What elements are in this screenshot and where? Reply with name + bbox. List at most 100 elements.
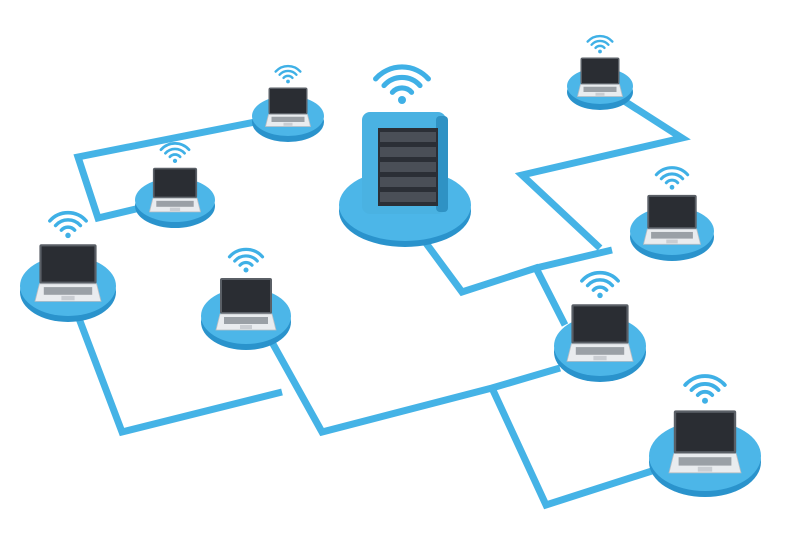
laptop-keys — [43, 287, 93, 295]
wifi-dot — [669, 184, 675, 190]
cable-line — [514, 94, 691, 251]
laptop-node-4 — [201, 247, 291, 350]
wifi-arc — [586, 34, 614, 43]
server-node — [339, 64, 471, 247]
wifi-icon — [159, 142, 191, 164]
laptop-keys — [271, 116, 305, 122]
server-drive-bay — [380, 162, 436, 172]
laptop-node-6 — [630, 166, 714, 261]
laptop-icon — [566, 304, 634, 362]
laptop-icon — [264, 87, 312, 127]
cable-line — [73, 118, 256, 223]
wifi-icon — [373, 64, 431, 104]
wifi-dot — [702, 397, 708, 404]
laptop-keys — [583, 86, 617, 92]
laptop-icon — [148, 167, 202, 213]
wifi-arc — [591, 285, 609, 292]
wifi-arc — [689, 382, 721, 392]
wifi-arc — [659, 172, 685, 181]
cable-line — [264, 333, 561, 437]
laptop-touchpad — [283, 122, 293, 126]
laptop-screen — [649, 196, 695, 228]
wifi-arc — [664, 178, 680, 185]
wifi-icon — [274, 64, 302, 84]
wifi-arc — [683, 374, 727, 387]
wifi-arc — [282, 74, 294, 80]
wifi-arc — [159, 142, 191, 152]
laptop-touchpad — [595, 92, 605, 96]
laptop-node-3 — [20, 210, 116, 322]
laptop-touchpad — [666, 239, 678, 244]
laptop-icon — [576, 57, 624, 97]
wifi-arc — [580, 270, 620, 283]
wifi-icon — [48, 210, 88, 239]
laptop-touchpad — [169, 207, 181, 212]
wifi-icon — [586, 34, 614, 54]
wifi-arc — [381, 74, 423, 89]
laptop-screen — [41, 246, 95, 282]
wifi-arc — [278, 69, 298, 76]
laptop-node-2 — [135, 142, 215, 228]
wifi-dot — [598, 49, 602, 54]
laptop-keys — [651, 231, 693, 239]
laptop-touchpad — [593, 355, 607, 361]
cable-line — [488, 386, 657, 510]
wifi-icon — [683, 374, 727, 404]
laptop-icon — [34, 244, 102, 302]
server-drive-bay — [380, 177, 436, 187]
laptop-keys — [575, 347, 625, 355]
laptop-touchpad — [240, 325, 252, 329]
network-nodes — [20, 34, 761, 497]
network-cables — [68, 94, 691, 510]
wifi-arc — [373, 64, 431, 82]
wifi-icon — [654, 166, 690, 190]
wifi-arc — [168, 153, 182, 159]
wifi-arc — [48, 210, 88, 223]
wifi-arc — [594, 44, 606, 50]
laptop-node-5 — [567, 34, 633, 110]
server-drive-bay — [380, 132, 436, 142]
laptop-node-7 — [554, 270, 646, 382]
wifi-dot — [243, 267, 249, 273]
wifi-arc — [585, 278, 615, 288]
wifi-arc — [238, 260, 254, 267]
server-drive-bay — [380, 192, 436, 202]
cable-line — [417, 232, 569, 327]
wifi-arc — [590, 39, 610, 46]
wifi-dot — [172, 158, 178, 164]
wifi-dot — [597, 292, 603, 299]
wifi-arc — [227, 247, 265, 259]
laptop-keys — [224, 317, 268, 324]
laptop-keys — [678, 457, 732, 466]
laptop-screen — [154, 169, 196, 197]
wifi-dot — [65, 232, 71, 239]
wifi-arc — [59, 225, 77, 232]
laptop-icon — [642, 194, 702, 245]
wifi-arc — [274, 64, 302, 73]
server-drive-bay — [380, 147, 436, 157]
wifi-arc — [654, 166, 690, 177]
wifi-arc — [389, 85, 415, 95]
laptop-node-8 — [649, 374, 761, 497]
wifi-icon — [580, 270, 620, 299]
wifi-icon — [227, 247, 265, 273]
laptop-keys — [156, 200, 194, 207]
wifi-dot — [286, 79, 290, 84]
laptop-screen — [573, 306, 627, 342]
laptop-touchpad — [697, 466, 713, 472]
laptop-icon — [215, 278, 277, 331]
laptop-screen — [270, 89, 306, 113]
server-side — [436, 116, 448, 212]
laptop-screen — [676, 412, 734, 452]
laptop-screen — [582, 59, 618, 83]
laptop-node-1 — [252, 64, 324, 142]
cable-line — [535, 246, 613, 272]
laptop-icon — [668, 410, 742, 474]
cable-line — [68, 298, 283, 437]
wifi-arc — [233, 254, 259, 263]
laptop-screen — [222, 280, 270, 312]
wifi-dot — [398, 96, 406, 104]
laptop-touchpad — [61, 295, 75, 301]
wifi-arc — [695, 389, 715, 397]
